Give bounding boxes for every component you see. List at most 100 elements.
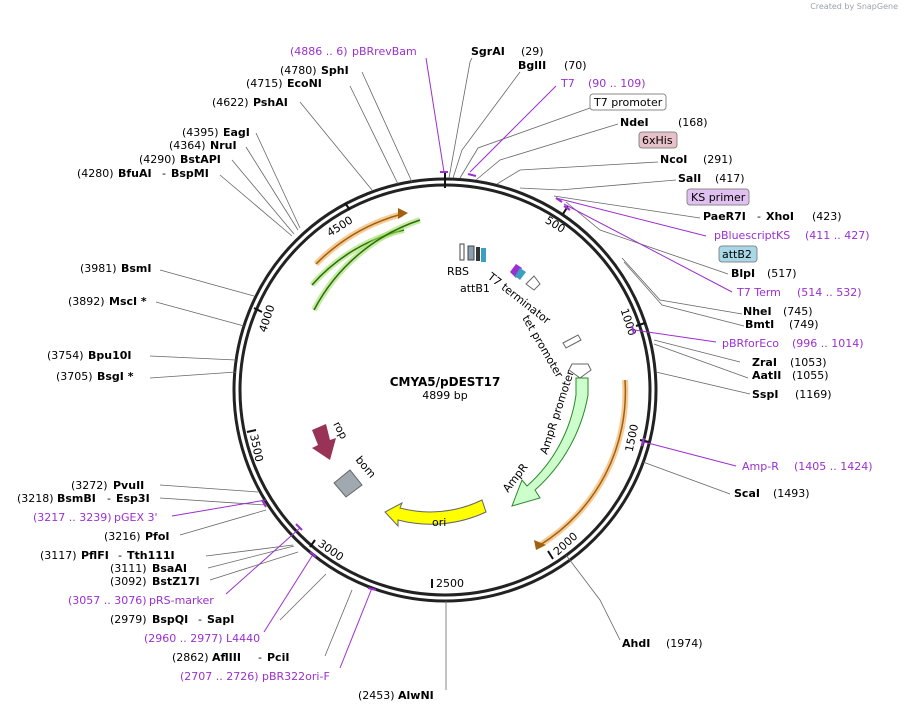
tick-4000: 4000 xyxy=(256,303,277,334)
primer-pbluescriptks: pBluescriptKS xyxy=(714,229,790,242)
enzyme-bsmbi-pos: (3218) xyxy=(17,492,54,505)
enzyme-pvuii: PvuII xyxy=(113,479,144,492)
primer-t7term-range: (514 .. 532) xyxy=(797,286,862,299)
enzyme-ndei: NdeI xyxy=(620,116,649,129)
primer-t7-range: (90 .. 109) xyxy=(588,77,646,90)
enzyme-pshai: PshAI xyxy=(253,96,288,109)
plasmid-length: 4899 bp xyxy=(422,389,467,402)
t7-promoter-box xyxy=(589,93,667,111)
enzyme-ncoi-pos: (291) xyxy=(703,153,733,166)
enzyme-sspi: SspI xyxy=(752,388,778,401)
enzyme-bglii-pos: (70) xyxy=(564,59,587,72)
primer-marks xyxy=(261,171,645,591)
enzyme-zrai: ZraI xyxy=(752,356,777,369)
enzyme-xhoi-pos: (423) xyxy=(812,210,842,223)
primer-t7: T7 xyxy=(560,77,575,90)
enzyme-sali: SalI xyxy=(678,172,701,185)
enzyme-bmti-pos: (749) xyxy=(789,318,819,331)
enzyme-bsaai: BsaAI xyxy=(152,562,187,575)
enzyme-sphi: SphI xyxy=(321,64,349,77)
enzyme-bstz17i: BstZ17I xyxy=(152,575,200,588)
attb2-box-label: attB2 xyxy=(722,248,752,261)
ks-primer-box-label: KS primer xyxy=(691,191,746,204)
enzyme-bpu10i-pos: (3754) xyxy=(47,349,84,362)
orange-arrowhead-right xyxy=(534,540,546,550)
enzyme-aatii: AatII xyxy=(752,369,781,382)
primer-t7term: T7 Term xyxy=(736,286,781,299)
enzyme-bpu10i: Bpu10I xyxy=(88,349,132,362)
enzyme-bglii: BglII xyxy=(518,59,546,72)
enzyme-pflfi-pos: (3117) xyxy=(40,549,77,562)
leader-lines xyxy=(149,57,751,690)
enzyme-msci: MscI * xyxy=(109,295,147,308)
his-box-label: 6xHis xyxy=(642,134,673,147)
enzyme-ahdi-pos: (1974) xyxy=(666,637,703,650)
enzyme-sali-pos: (417) xyxy=(715,172,745,185)
enzyme-bfuai: BfuAI xyxy=(118,167,152,180)
orange-arrow-right xyxy=(539,379,627,546)
primer-pgex3: pGEX 3' xyxy=(114,511,158,524)
enzyme-econi: EcoNI xyxy=(287,77,322,90)
snapgene-credit: Created by SnapGene xyxy=(810,2,898,11)
t7-feature xyxy=(481,248,486,262)
enzyme-dash-3: - xyxy=(198,613,202,626)
enzyme-esp3i: Esp3I xyxy=(116,492,150,505)
enzyme-dash-1: - xyxy=(757,210,761,223)
enzyme-pfoi: PfoI xyxy=(145,530,170,543)
boxed-labels: T7 promoter 6xHis KS primer attB2 xyxy=(589,93,758,263)
primer-ampr-range: (1405 .. 1424) xyxy=(794,460,873,473)
primer-pgex3-range: (3217 .. 3239) xyxy=(33,511,112,524)
enzyme-bmti: BmtI xyxy=(745,318,774,331)
primer-lines xyxy=(171,57,737,669)
enzyme-pcii: PciI xyxy=(267,651,289,664)
primer-l4440: L4440 xyxy=(226,632,260,645)
enzyme-nhei: NheI xyxy=(743,305,772,318)
enzyme-bspqi: BspQI xyxy=(152,613,188,626)
enzyme-afliii-pos: (2862) xyxy=(172,651,209,664)
enzyme-bstz17i-pos: (3092) xyxy=(110,575,147,588)
primer-labels: (4886 .. 6) pBRrevBam T7 (90 .. 109) pBl… xyxy=(33,45,873,683)
enzyme-nhei-pos: (745) xyxy=(783,305,813,318)
ori-feature xyxy=(384,499,487,528)
t7-promoter-box-label: T7 promoter xyxy=(593,96,663,109)
bom-label: bom xyxy=(353,454,379,481)
t7-terminator-feature xyxy=(525,275,541,291)
enzyme-pflfi: PflFI xyxy=(81,549,109,562)
enzyme-alwni: AlwNI xyxy=(398,689,434,702)
enzyme-pvuii-pos: (3272) xyxy=(71,479,108,492)
his-box xyxy=(638,131,678,149)
rbs-feature xyxy=(459,243,465,261)
enzyme-msci-pos: (3892) xyxy=(68,295,105,308)
enzyme-econi-pos: (4715) xyxy=(246,77,283,90)
enzyme-zrai-pos: (1053) xyxy=(790,356,827,369)
rbs-label: RBS xyxy=(447,265,469,278)
enzyme-ndei-pos: (168) xyxy=(678,116,708,129)
enzyme-paer7i: PaeR7I xyxy=(703,210,746,223)
enzyme-labels: SgrAI (29) BglII (70) NdeI (168) NcoI (2… xyxy=(17,45,842,702)
enzyme-bfuai-pos: (4280) xyxy=(77,167,114,180)
enzyme-scai-pos: (1493) xyxy=(773,487,810,500)
primer-pbr322ori-range: (2707 .. 2726) xyxy=(180,670,259,683)
enzyme-sphi-pos: (4780) xyxy=(280,64,317,77)
ks-feature xyxy=(510,264,522,278)
enzyme-blpi: BlpI xyxy=(731,267,755,280)
enzyme-sgrai: SgrAI xyxy=(471,45,505,58)
enzyme-sspi-pos: (1169) xyxy=(795,388,832,401)
ori-label: ori xyxy=(432,516,446,529)
enzyme-nrui-pos: (4364) xyxy=(169,139,206,152)
enzyme-bstapi-pos: (4290) xyxy=(139,153,176,166)
enzyme-blpi-pos: (517) xyxy=(767,267,797,280)
tick-1500: 1500 xyxy=(623,423,642,453)
enzyme-bsgi: BsgI * xyxy=(97,370,134,383)
enzyme-sgrai-pos: (29) xyxy=(521,45,544,58)
enzyme-ncoi: NcoI xyxy=(660,153,687,166)
enzyme-bstapi: BstAPI xyxy=(180,153,221,166)
orange-arrow-upper xyxy=(315,213,403,265)
enzyme-bspqi-pos: (2979) xyxy=(110,613,147,626)
attb1-feature xyxy=(467,245,475,261)
tet-promoter-feature xyxy=(562,334,582,349)
primer-pbrrevbam: pBRrevBam xyxy=(352,45,417,58)
enzyme-bsaai-pos: (3111) xyxy=(110,562,147,575)
enzyme-bspmi: BspMI xyxy=(171,167,209,180)
